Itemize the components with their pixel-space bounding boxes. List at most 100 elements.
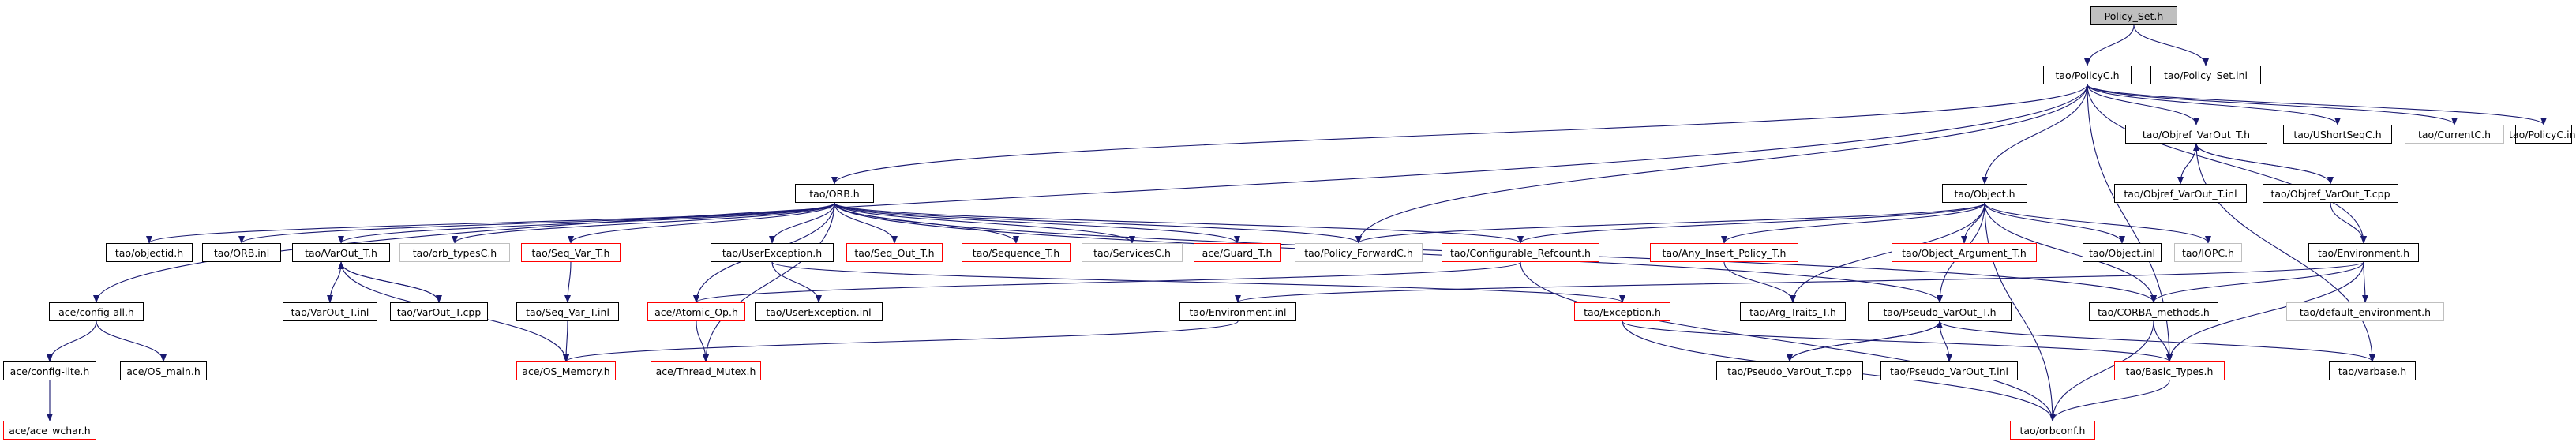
node-tao-object-inl[interactable]: tao/Object.inl [2083,243,2162,262]
edge-exception_h-to-basic_types_h [1622,320,2173,362]
node-tao-environment-inl[interactable]: tao/Environment.inl [1179,302,1296,321]
edge-orb_h-to-orb_inl [238,202,835,244]
edge-object_h-to-any_insert_policy_t_h [1721,202,1985,244]
node-tao-seq-var-t-inl[interactable]: tao/Seq_Var_T.inl [516,302,619,321]
node-ace-thread-mutex-h[interactable]: ace/Thread_Mutex.h [651,361,761,380]
node-tao-environment-h[interactable]: tao/Environment.h [2308,243,2419,262]
node-ace-os-main-h[interactable]: ace/OS_main.h [120,361,207,380]
node-tao-object-argument-t-h[interactable]: tao/Object_Argument_T.h [1892,243,2037,262]
node-tao-default-environment-h[interactable]: tao/default_environment.h [2286,302,2444,321]
node-ace-config-lite-h[interactable]: ace/config-lite.h [3,361,96,380]
edge-environment_h-to-environment_inl [1235,261,2364,303]
node-tao-pseudo-varout-t-h[interactable]: tao/Pseudo_VarOut_T.h [1868,302,2012,321]
edge-pseudo_varout_t_cpp-to-pseudo_varout_t_h [1789,320,1943,362]
edge-root-to-policy_set_inl [2133,24,2209,66]
edge-object_h-to-arg_traits_t_h [1790,202,1985,303]
node-tao-policy-forwardc-h[interactable]: tao/Policy_ForwardC.h [1295,243,1423,262]
node-tao-orb-inl[interactable]: tao/ORB.inl [202,243,281,262]
node-tao-servicesc-h[interactable]: tao/ServicesC.h [1082,243,1183,262]
edge-orb_h-to-servicesc_h [834,202,1135,244]
edge-userexception_h-to-userexception_inl [771,261,822,303]
node-tao-objectid-h[interactable]: tao/objectid.h [106,243,193,262]
edge-corba_methods_h-to-orbconf_h [2049,320,2154,421]
edge-any_insert_policy_t_h-to-arg_traits_t_h [1723,261,1796,303]
node-tao-exception-h[interactable]: tao/Exception.h [1574,302,1670,321]
edge-objref_varout_t_h-to-varbase_h [2195,143,2375,362]
node-tao-userexception-inl[interactable]: tao/UserException.inl [755,302,883,321]
node-tao-corba-methods-h[interactable]: tao/CORBA_methods.h [2089,302,2218,321]
edge-configurable_refcount_h-to-atomic_op_h [693,261,1521,303]
edge-config_all_h-to-os_main_h [96,320,167,362]
node-tao-seq-var-t-h[interactable]: tao/Seq_Var_T.h [521,243,621,262]
edge-environment_h-to-basic_types_h [2166,261,2364,362]
node-tao-ushortseqc-h[interactable]: tao/UShortSeqC.h [2283,125,2392,144]
edge-orb_h-to-orb_typesc_h [452,202,835,244]
edge-pseudo_varout_t_h-to-varbase_h [1939,320,2375,362]
node-tao-pseudo-varout-t-inl[interactable]: tao/Pseudo_VarOut_T.inl [1880,361,2018,380]
edge-corba_methods_h-to-basic_types_h [2153,320,2173,362]
node-tao-varout-t-h[interactable]: tao/VarOut_T.h [292,243,390,262]
edge-orb_h-to-thread_mutex_h [703,202,835,362]
node-ace-atomic-op-h[interactable]: ace/Atomic_Op.h [647,302,745,321]
edge-object_h-to-iopc_h [1984,202,2211,244]
node-tao-varout-t-cpp[interactable]: tao/VarOut_T.cpp [390,302,488,321]
edge-pseudo_varout_t_h-to-pseudo_varout_t_inl [1939,320,1952,362]
edge-policyc_h-to-orb_h [831,84,2088,185]
edge-objref_varout_t_cpp-to-environment_h [2330,202,2367,244]
node-tao-varbase-h[interactable]: tao/varbase.h [2329,361,2416,380]
edge-config_all_h-to-config_lite_h [47,320,97,362]
node-tao-policyc-inl[interactable]: tao/PolicyC.inl [2509,125,2576,144]
node-ace-ace-wchar-h[interactable]: ace/ace_wchar.h [3,421,96,440]
node-tao-pseudo-varout-t-cpp[interactable]: tao/Pseudo_VarOut_T.cpp [1716,361,1863,380]
node-policy-set-h: Policy_Set.h [2090,6,2177,25]
edge-objref_varout_t_cpp-to-objref_varout_t_h [2193,143,2331,185]
edge-policyc_h-to-config_all_h [93,84,2088,303]
edge-policyc_h-to-ushortseqc_h [2087,84,2341,125]
edge-seq_var_t_h-to-seq_var_t_inl [564,261,572,303]
edge-policyc_h-to-currentc_h [2087,84,2458,125]
edge-basic_types_h-to-orbconf_h [2049,380,2170,421]
node-tao-arg-traits-t-h[interactable]: tao/Arg_Traits_T.h [1740,302,1846,321]
node-tao-objref-varout-t-inl[interactable]: tao/Objref_VarOut_T.inl [2114,184,2247,203]
node-tao-policy-set-inl[interactable]: tao/Policy_Set.inl [2150,66,2261,84]
edge-atomic_op_h-to-thread_mutex_h [696,320,709,362]
edge-policyc_h-to-environment_h [2087,84,2367,244]
edge-configurable_refcount_h-to-orbconf_h [1520,261,2056,421]
edge-varout_t_h-to-varout_t_inl [327,261,342,303]
edge-orb_h-to-userexception_h [769,202,835,244]
edge-policyc_h-to-policyc_inl [2087,84,2547,125]
node-tao-basic-types-h[interactable]: tao/Basic_Types.h [2114,361,2225,380]
edge-object_h-to-orbconf_h [1984,202,2056,421]
node-ace-config-all-h[interactable]: ace/config-all.h [49,302,144,321]
node-tao-policyc-h[interactable]: tao/PolicyC.h [2043,66,2132,84]
node-ace-guard-t-h[interactable]: ace/Guard_T.h [1194,243,1281,262]
edge-environment_h-to-corba_methods_h [2150,261,2364,303]
node-tao-any-insert-policy-t-h[interactable]: tao/Any_Insert_Policy_T.h [1650,243,1798,262]
node-tao-userexception-h[interactable]: tao/UserException.h [711,243,834,262]
node-tao-orb-typesc-h[interactable]: tao/orb_typesC.h [399,243,510,262]
edge-objref_varout_t_h-to-objref_varout_t_inl [2177,143,2197,185]
node-tao-configurable-refcount-h[interactable]: tao/Configurable_Refcount.h [1442,243,1599,262]
node-tao-objref-varout-t-cpp[interactable]: tao/Objref_VarOut_T.cpp [2263,184,2398,203]
node-tao-orb-h[interactable]: tao/ORB.h [795,184,874,203]
node-tao-varout-t-inl[interactable]: tao/VarOut_T.inl [283,302,377,321]
edge-environment_inl-to-os_memory_h [563,320,1239,362]
edge-policyc_h-to-objref_varout_t_h [2087,84,2199,125]
edge-orb_h-to-varout_t_h [338,202,835,244]
node-tao-orbconf-h[interactable]: tao/orbconf.h [2010,421,2095,440]
edge-seq_var_t_inl-to-os_memory_h [563,320,570,362]
node-tao-seq-out-t-h[interactable]: tao/Seq_Out_T.h [846,243,943,262]
edge-policyc_h-to-object_h [1982,84,2088,185]
edge-policyc_h-to-policy_forwardc_h [1355,84,2088,244]
edge-orb_h-to-guard_t_h [834,202,1240,244]
node-tao-currentc-h[interactable]: tao/CurrentC.h [2405,125,2504,144]
node-tao-sequence-t-h[interactable]: tao/Sequence_T.h [962,243,1071,262]
edge-object_h-to-corba_methods_h [1984,202,2157,303]
node-tao-objref-varout-t-h[interactable]: tao/Objref_VarOut_T.h [2125,125,2267,144]
node-ace-os-memory-h[interactable]: ace/OS_Memory.h [516,361,616,380]
edge-userexception_h-to-exception_h [771,261,1625,303]
node-tao-iopc-h[interactable]: tao/IOPC.h [2174,243,2242,262]
edge-object_h-to-configurable_refcount_h [1517,202,1985,244]
node-tao-object-h[interactable]: tao/Object.h [1942,184,2027,203]
